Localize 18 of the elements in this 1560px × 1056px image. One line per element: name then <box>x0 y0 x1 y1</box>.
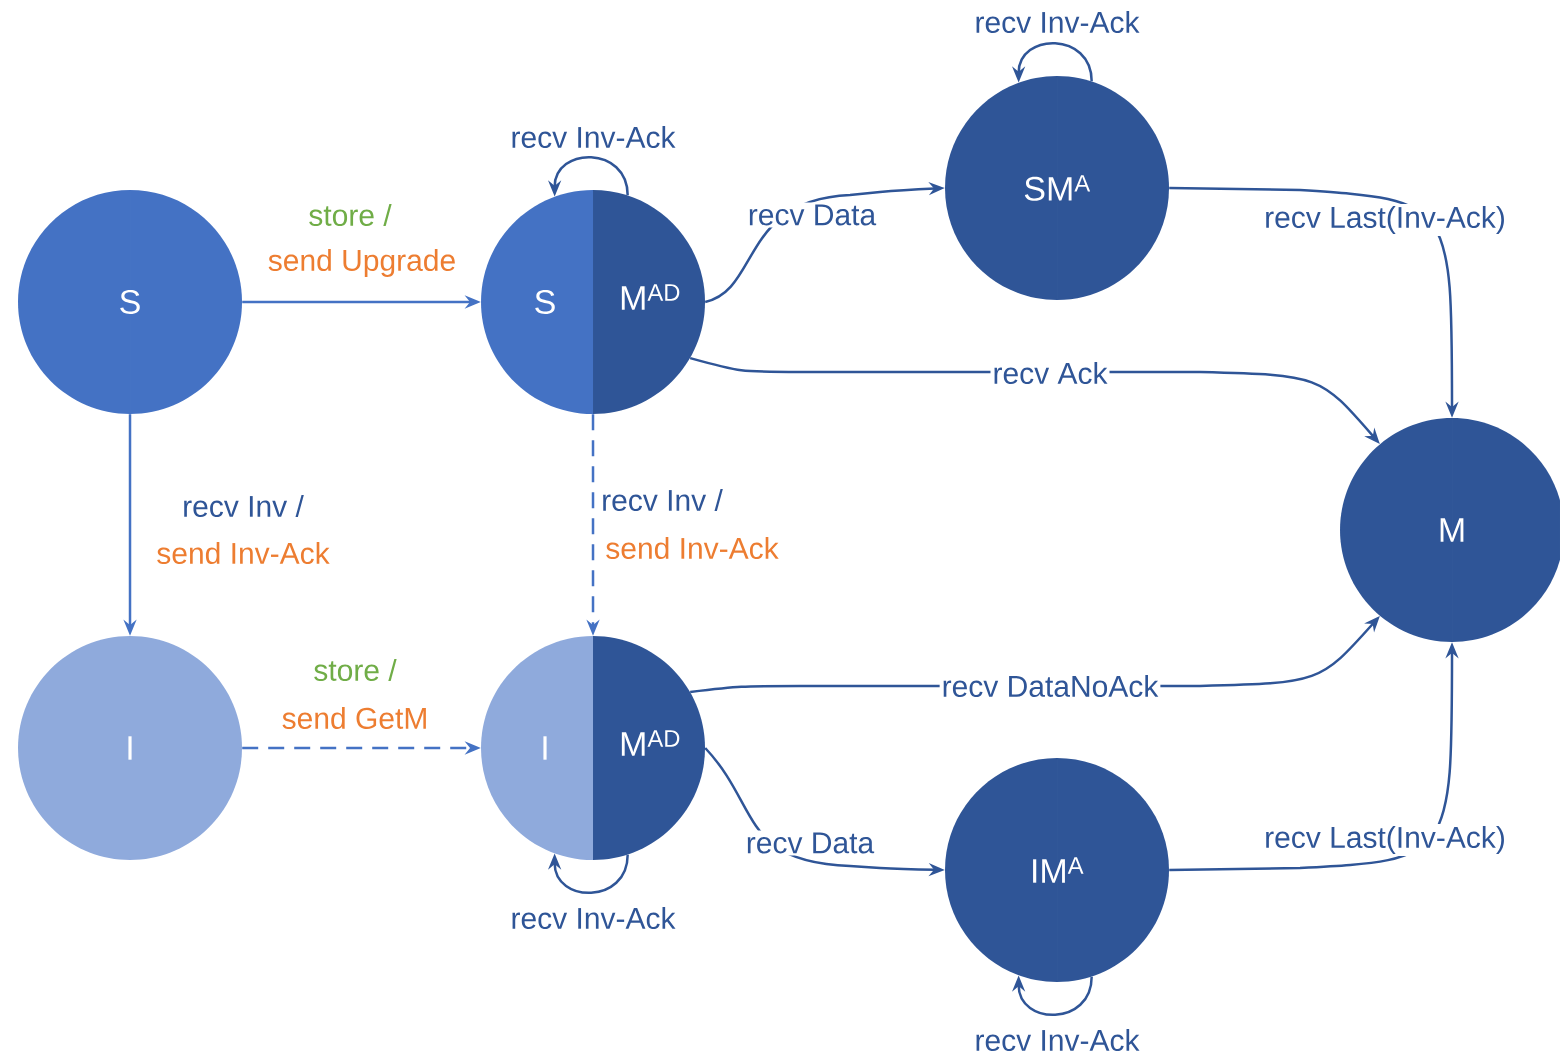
edge-label: recv Inv-Ack <box>508 124 678 150</box>
edge-label: recv Inv-Ack <box>972 1027 1142 1053</box>
edge-label: recv Last(Inv-Ack) <box>1262 824 1508 856</box>
transition-label: send Inv-Ack <box>606 537 779 559</box>
transition-label: send Inv-Ack <box>157 542 330 564</box>
transition-label: store / <box>309 204 392 226</box>
transition-label: store / <box>314 659 397 681</box>
edge-label: recv DataNoAck <box>939 673 1161 699</box>
edge-label: recv Last(Inv-Ack) <box>1262 204 1508 236</box>
transition-label: recv Inv / <box>184 495 304 517</box>
edge-label: recv Ack <box>990 360 1110 386</box>
edge-label: recv Inv-Ack <box>508 905 678 931</box>
edge-label: recv Inv-Ack <box>972 9 1142 35</box>
transition-label: recv Inv / <box>603 489 723 511</box>
edge-label: recv Data <box>743 830 877 856</box>
transition-label: send GetM <box>282 707 426 729</box>
edge-label: recv Data <box>745 202 879 228</box>
transition-label: send Upgrade <box>268 249 455 277</box>
